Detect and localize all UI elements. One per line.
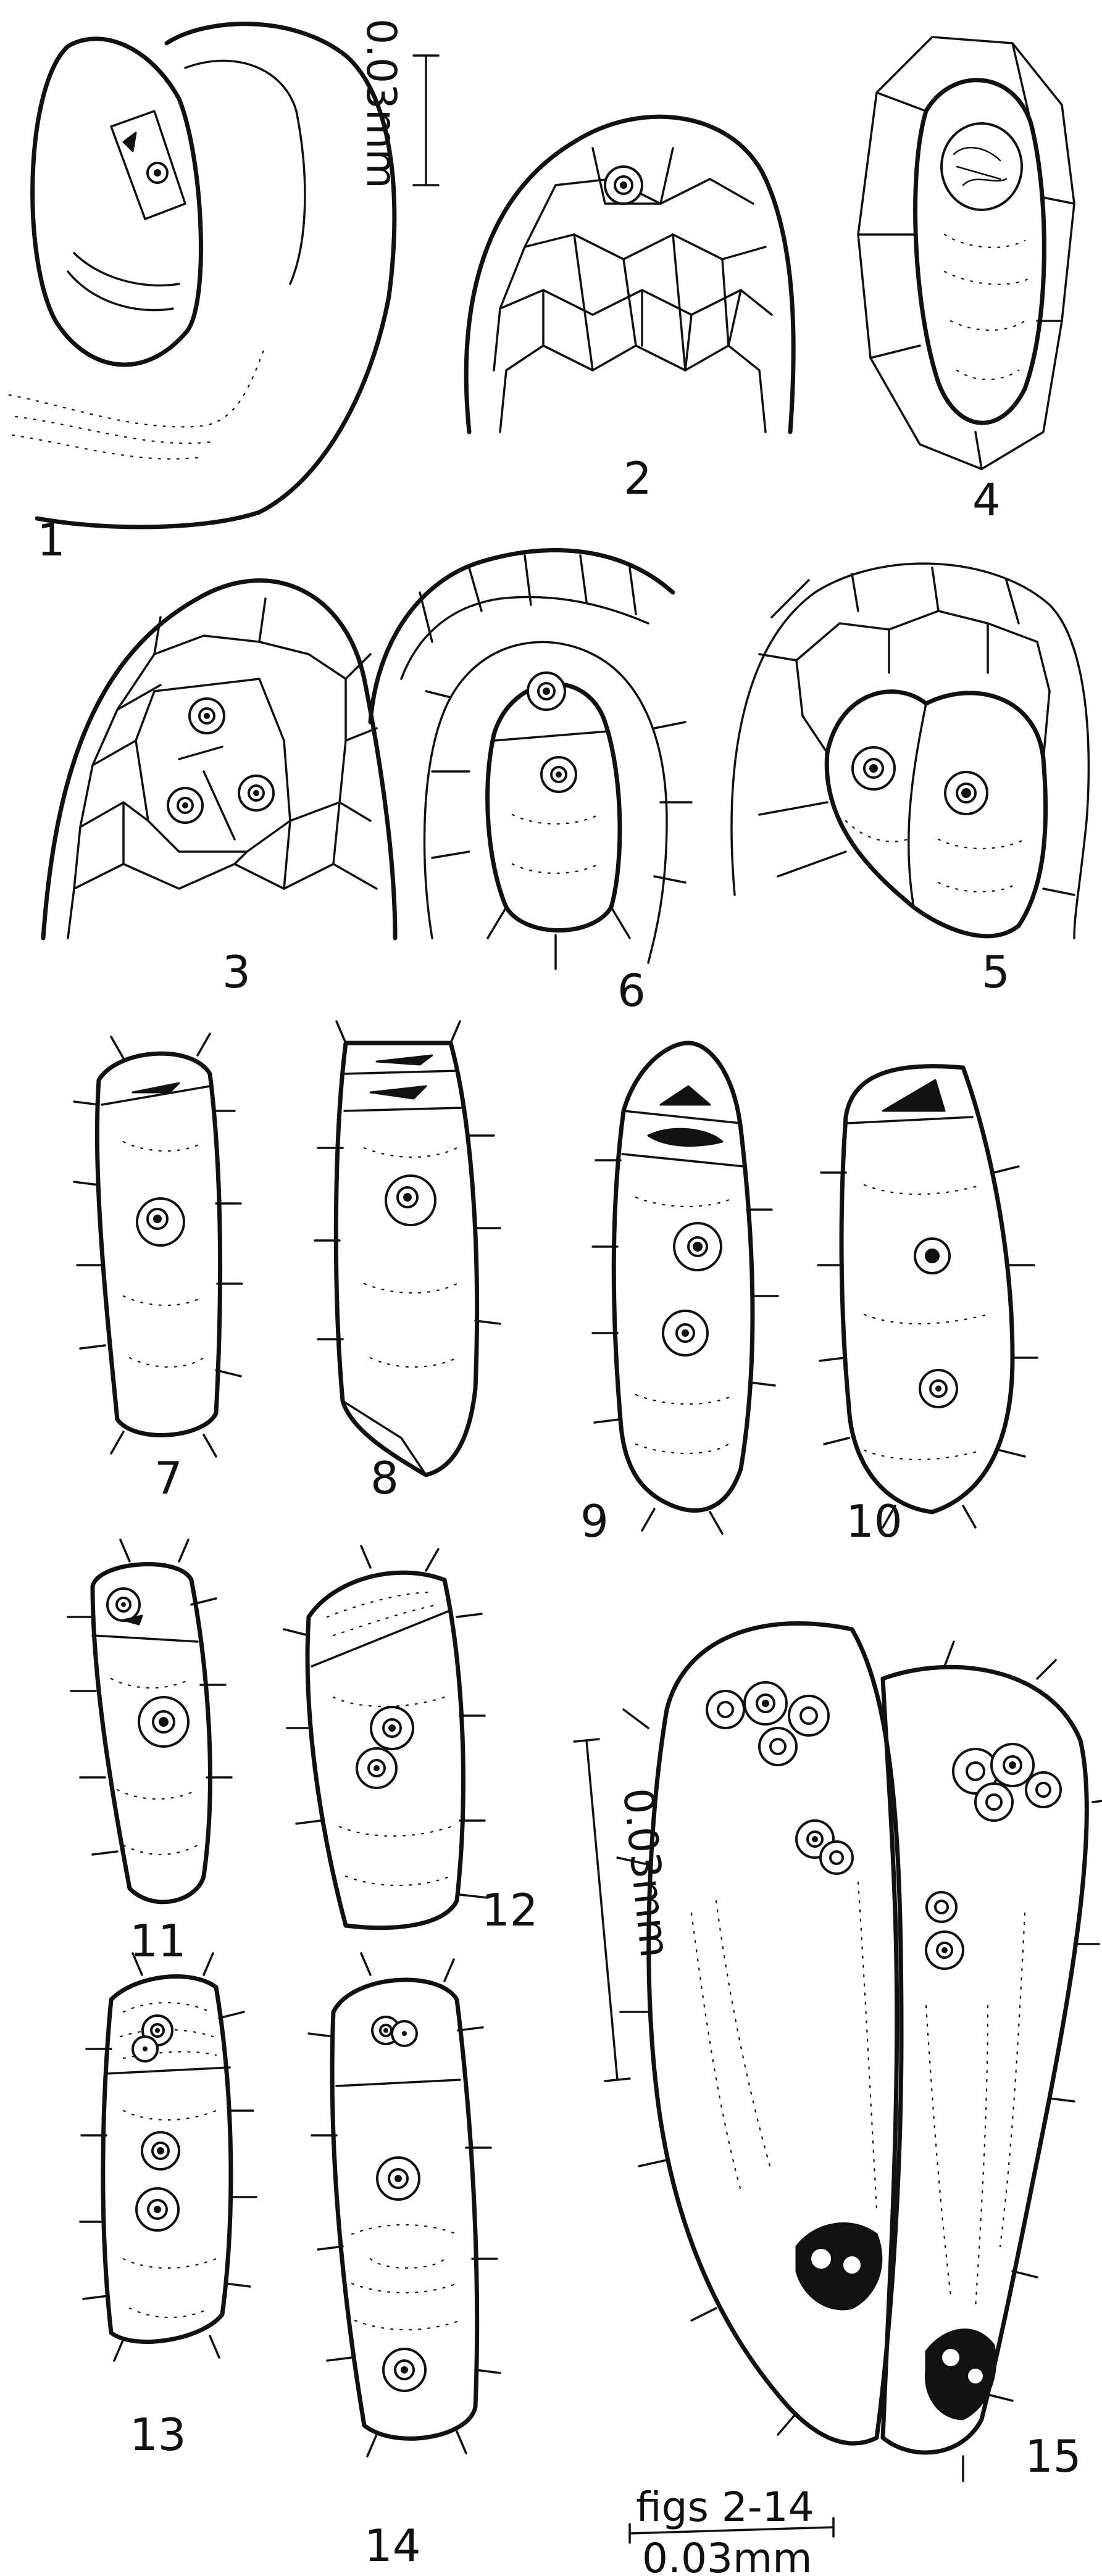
- figure-label-8: 8: [370, 1452, 399, 1504]
- figure-14-cell: [309, 1953, 500, 2456]
- figure-9-cell: [593, 1043, 778, 1534]
- figure-label-6: 6: [617, 965, 646, 1016]
- figure-10-cell: [818, 1066, 1037, 1527]
- figure-1-ovule: [9, 24, 394, 527]
- figure-5-nucellus: [732, 563, 1088, 938]
- scale-bar-fig1-label: 0.03mm: [357, 19, 405, 189]
- scale-bar-fig1: 0.03mm: [357, 19, 438, 189]
- figure-label-12: 12: [482, 1884, 538, 1936]
- figure-12-cell: [284, 1546, 488, 1928]
- figure-11-cell: [68, 1540, 232, 1902]
- figure-label-11: 11: [130, 1915, 186, 1967]
- figure-6-nucellus: [370, 551, 691, 969]
- figure-13-cell: [80, 1953, 256, 2361]
- figure-8-cell: [315, 1021, 500, 1475]
- figure-label-3: 3: [222, 946, 251, 998]
- figure-label-14: 14: [364, 2520, 421, 2572]
- figure-label-13: 13: [130, 2409, 186, 2461]
- figure-label-15: 15: [1025, 2430, 1082, 2482]
- figure-label-7: 7: [154, 1452, 183, 1504]
- figure-label-4: 4: [972, 474, 1001, 526]
- scale-bar-fig15-label: 0.03mm: [614, 1786, 678, 1960]
- scale-bar-figs-2-14: figs 2-14 0.03mm: [630, 2483, 833, 2576]
- figure-label-9: 9: [580, 1495, 609, 1547]
- figure-label-2: 2: [624, 452, 652, 504]
- scale-bar-figs-2-14-caption: figs 2-14: [636, 2483, 814, 2531]
- figure-7-cell: [74, 1034, 242, 1456]
- scale-bar-fig15: 0.03mm: [574, 1739, 678, 2081]
- figure-2-nucellus: [466, 117, 793, 432]
- figure-label-5: 5: [982, 946, 1010, 998]
- figure-label-1: 1: [37, 514, 65, 566]
- figure-3-nucellus: [43, 581, 395, 938]
- scale-bar-figs-2-14-label: 0.03mm: [642, 2535, 812, 2576]
- figure-15-cells: [617, 1623, 1102, 2481]
- figure-4-cell: [858, 37, 1074, 469]
- figure-label-10: 10: [846, 1495, 903, 1547]
